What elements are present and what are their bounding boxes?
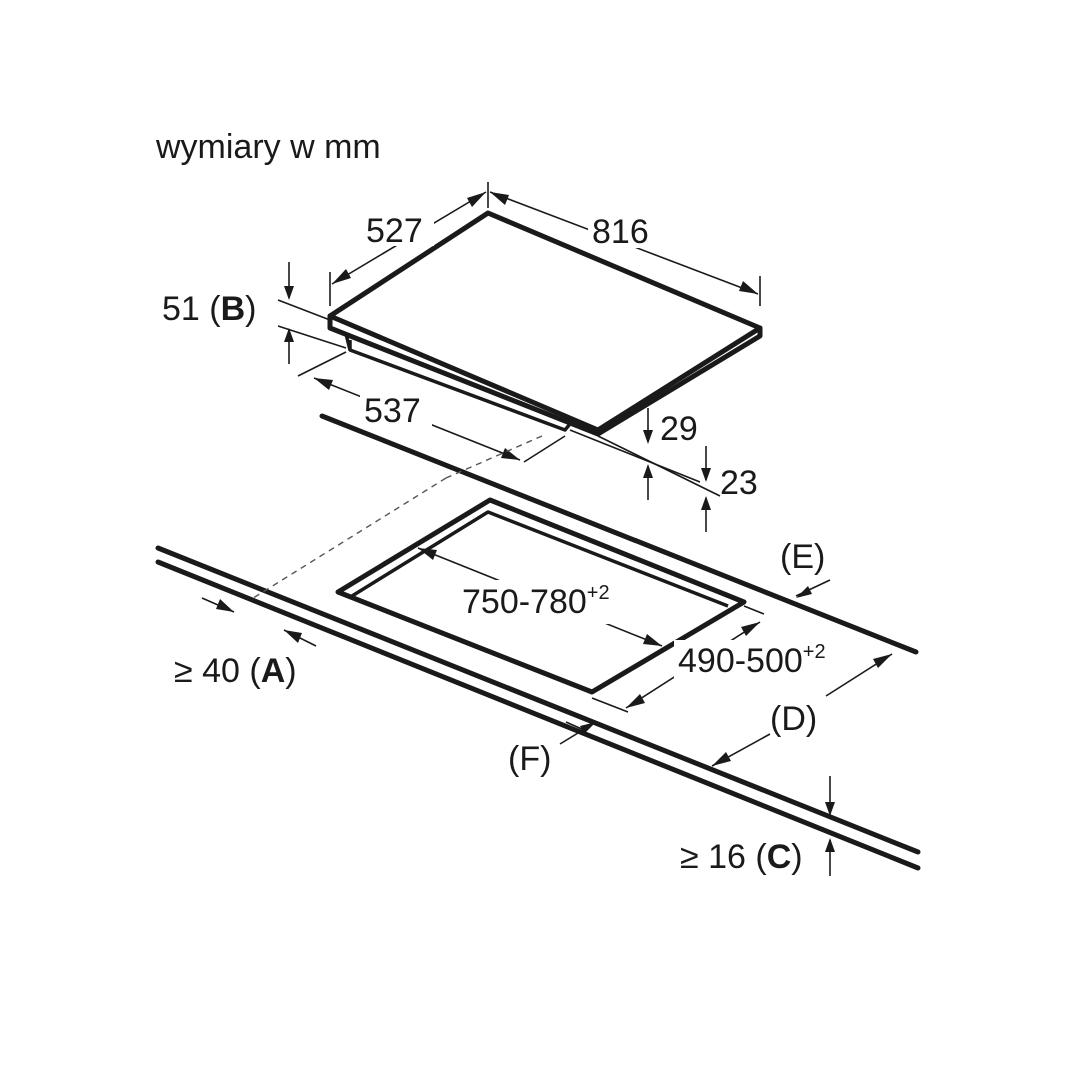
label-bg bbox=[458, 580, 638, 624]
arrow-head bbox=[284, 630, 302, 643]
arrow-head bbox=[825, 838, 835, 852]
ref-f: (F) bbox=[508, 740, 551, 778]
ext-line bbox=[569, 429, 701, 483]
arrow-head bbox=[284, 328, 294, 342]
arrow-head bbox=[873, 654, 892, 668]
cutout-depth-value: 490-500 bbox=[678, 642, 803, 680]
arrow-head bbox=[580, 722, 596, 734]
cooktop-glass-top bbox=[327, 210, 763, 433]
dim-label-c: ≥ 16 (C) bbox=[680, 838, 803, 876]
arrow-head bbox=[701, 468, 711, 482]
dim-cutout-depth: 490-500+2 bbox=[591, 605, 856, 713]
arrow-head bbox=[739, 281, 758, 294]
arrow-head bbox=[796, 586, 812, 598]
arrow-head bbox=[701, 496, 711, 510]
dim-offset-29: 29 bbox=[569, 408, 701, 500]
ext-line bbox=[297, 351, 347, 377]
ref-e: (E) bbox=[780, 538, 825, 576]
label-bg bbox=[588, 208, 660, 248]
dim-label-a: ≥ 40 (A) bbox=[174, 652, 297, 690]
arrow-head bbox=[284, 286, 294, 300]
ext-line bbox=[591, 697, 629, 713]
dim-clearance-a: ≥ 40 (A) bbox=[174, 597, 317, 690]
dim-label-537: 537 bbox=[364, 392, 421, 430]
arrow-head bbox=[332, 269, 351, 284]
arrow-head bbox=[643, 430, 653, 444]
cooktop-glass-edge bbox=[327, 313, 763, 437]
dim-label-816: 816 bbox=[592, 213, 649, 251]
dim-label-51: 51 (B) bbox=[162, 290, 257, 328]
dim-cutout-width: 750-780+2 bbox=[417, 547, 663, 647]
dim-clearance-c: ≥ 16 (C) bbox=[680, 776, 835, 876]
cutout-drawing bbox=[335, 497, 747, 695]
dim-label-29: 29 bbox=[660, 410, 698, 448]
countertop-drawing bbox=[155, 413, 921, 871]
dim-clearance-d: (D) bbox=[711, 653, 893, 767]
ext-line bbox=[565, 721, 585, 731]
dim-label-cutout-width: 750-780+2 bbox=[462, 582, 610, 621]
arrow-head bbox=[741, 622, 760, 636]
cutout-inner-edge bbox=[351, 510, 729, 608]
arrow-head bbox=[643, 464, 653, 478]
arrow-head bbox=[418, 548, 437, 560]
arrow-head bbox=[216, 599, 234, 612]
dim-label-23: 23 bbox=[720, 464, 758, 502]
dim-height-23: 23 bbox=[597, 435, 758, 532]
dim-label-527: 527 bbox=[366, 212, 423, 250]
projection-guide bbox=[445, 435, 543, 479]
arrow-head bbox=[314, 378, 333, 390]
ext-line bbox=[597, 435, 721, 497]
dim-under-width-537: 537 bbox=[297, 351, 566, 463]
countertop-back-edge bbox=[319, 413, 919, 655]
dim-width-816: 816 bbox=[489, 191, 761, 306]
dim-clearance-f: (F) bbox=[508, 721, 597, 778]
ext-line bbox=[523, 435, 566, 463]
arrow-head bbox=[626, 694, 645, 708]
cutout-width-value: 750-780 bbox=[462, 583, 587, 621]
ref-c: C bbox=[767, 838, 792, 876]
ext-line bbox=[277, 299, 331, 321]
cooktop-drawing bbox=[327, 210, 763, 437]
dim-label-cutout-depth: 490-500+2 bbox=[678, 641, 826, 680]
arrow-head bbox=[643, 634, 662, 646]
countertop-front-bottom-edge bbox=[155, 559, 921, 871]
arrow-head bbox=[712, 752, 731, 766]
ref-d: (D) bbox=[770, 700, 817, 738]
countertop-front-top-edge bbox=[155, 545, 921, 855]
dim-value-51: 51 bbox=[162, 290, 200, 328]
ext-line bbox=[743, 605, 765, 615]
label-bg bbox=[674, 640, 856, 684]
arrow-head bbox=[825, 802, 835, 816]
units-caption: wymiary w mm bbox=[155, 128, 381, 166]
arrow-head bbox=[501, 448, 520, 460]
dim-depth-527: 527 bbox=[329, 182, 489, 306]
cutout-depth-tolerance: +2 bbox=[803, 641, 826, 663]
clearance-a-value: ≥ 40 bbox=[174, 652, 240, 690]
clearance-c-value: ≥ 16 bbox=[680, 838, 746, 876]
cutout-width-tolerance: +2 bbox=[587, 582, 610, 604]
cooktop-housing bbox=[344, 333, 572, 432]
arrow-head bbox=[490, 192, 509, 205]
dim-height-51: 51 (B) bbox=[162, 262, 347, 364]
cutout-outer bbox=[335, 497, 747, 695]
label-bg bbox=[362, 206, 434, 246]
arrow-head bbox=[467, 192, 486, 207]
ref-a: A bbox=[261, 652, 286, 690]
dim-clearance-e: (E) bbox=[780, 538, 831, 598]
projection-guide bbox=[249, 477, 447, 601]
ref-b: B bbox=[221, 290, 246, 328]
label-bg bbox=[360, 392, 432, 432]
